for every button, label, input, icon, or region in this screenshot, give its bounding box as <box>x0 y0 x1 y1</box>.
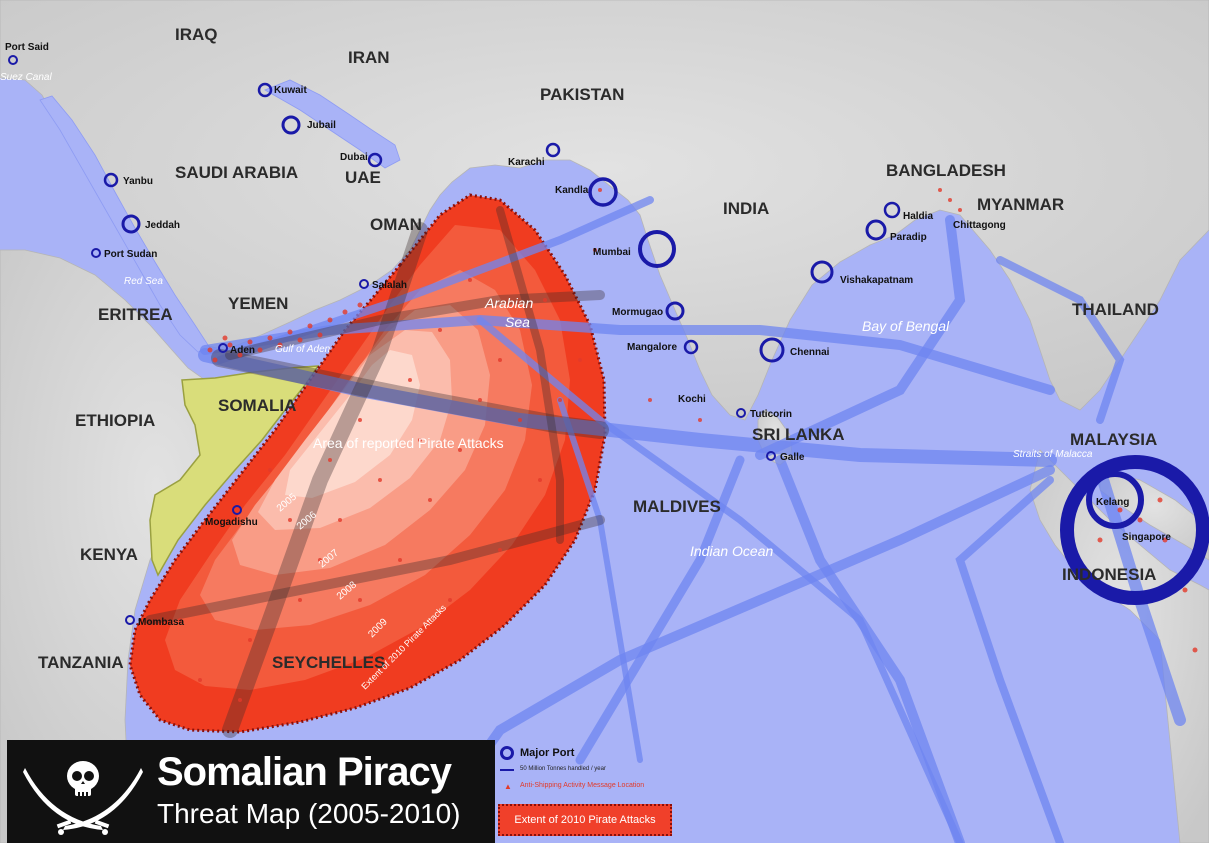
label-somalia: SOMALIA <box>218 396 296 415</box>
label-singapore: Singapore <box>1122 532 1171 543</box>
lanes-through-attack-zone <box>145 206 609 738</box>
label-attack-area: Area of reported Pirate Attacks <box>313 435 504 451</box>
incident-marker-icon: ▲ <box>504 782 512 791</box>
label-kuwait: Kuwait <box>274 85 307 96</box>
label-jubail: Jubail <box>307 120 336 131</box>
label-indonesia: INDONESIA <box>1062 565 1156 584</box>
label-karachi: Karachi <box>508 157 545 168</box>
major-ports <box>8 55 1209 625</box>
label-mangalore: Mangalore <box>627 342 677 353</box>
label-paradip: Paradip <box>890 232 927 243</box>
label-port-said: Port Said <box>5 42 49 53</box>
label-red-sea: Red Sea <box>124 276 163 287</box>
somalia-region <box>149 365 320 577</box>
label-straits-of-malacca: Straits of Malacca <box>1013 449 1093 460</box>
label-gulf-of-aden: Gulf of Aden <box>275 344 331 355</box>
label-myanmar: MYANMAR <box>977 195 1064 214</box>
label-galle: Galle <box>780 452 805 463</box>
label-thailand: THAILAND <box>1072 300 1159 319</box>
label-salalah: Salalah <box>372 280 407 291</box>
label-arabian-sea-2: Sea <box>505 314 530 330</box>
label-saudi-arabia: SAUDI ARABIA <box>175 163 298 182</box>
water-labels: Arabian Sea Bay of Bengal Indian Ocean R… <box>0 72 1093 559</box>
label-bay-of-bengal: Bay of Bengal <box>862 318 950 334</box>
legend-major-port-label: Major Port <box>520 747 575 759</box>
label-port-sudan: Port Sudan <box>104 249 157 260</box>
label-yanbu: Yanbu <box>123 176 153 187</box>
label-eritrea: ERITREA <box>98 305 173 324</box>
scale-line-icon <box>500 769 514 771</box>
map-subtitle: Threat Map (2005-2010) <box>157 798 461 829</box>
label-pakistan: PAKISTAN <box>540 85 624 104</box>
label-haldia: Haldia <box>903 211 933 222</box>
label-kandla: Kandla <box>555 185 589 196</box>
country-labels: IRAQ IRAN PAKISTAN SAUDI ARABIA UAE OMAN… <box>38 25 1159 672</box>
skull-crossed-swords-icon <box>23 761 143 835</box>
label-ethiopia: ETHIOPIA <box>75 411 155 430</box>
label-mormugao: Mormugao <box>612 307 663 318</box>
label-india: INDIA <box>723 199 769 218</box>
attack-incidents <box>178 188 1198 702</box>
label-aden: Aden <box>230 345 255 356</box>
label-mombasa: Mombasa <box>138 617 185 628</box>
label-mumbai: Mumbai <box>593 247 631 258</box>
label-arabian-sea-1: Arabian <box>484 295 533 311</box>
label-suez-canal: Suez Canal <box>0 72 52 83</box>
map-title: Somalian Piracy <box>157 750 452 794</box>
label-tuticorin: Tuticorin <box>750 409 792 420</box>
label-iraq: IRAQ <box>175 25 218 44</box>
label-seychelles: SEYCHELLES <box>272 653 385 672</box>
label-chittagong: Chittagong <box>953 220 1006 231</box>
label-iran: IRAN <box>348 48 390 67</box>
port-labels: Port Said Kuwait Jubail Dubai Yanbu Jedd… <box>5 42 1171 628</box>
label-kochi: Kochi <box>678 394 706 405</box>
port-ring-icon <box>500 746 514 760</box>
label-kelang: Kelang <box>1096 497 1129 508</box>
label-uae: UAE <box>345 168 381 187</box>
label-bangladesh: BANGLADESH <box>886 161 1006 180</box>
label-oman: OMAN <box>370 215 422 234</box>
label-vishakapatnam: Vishakapatnam <box>840 275 913 286</box>
label-kenya: KENYA <box>80 545 138 564</box>
label-yemen: YEMEN <box>228 294 288 313</box>
label-dubai: Dubai <box>340 152 368 163</box>
legend-tonnes-label: 50 Million Tonnes handled / year <box>520 766 606 772</box>
label-chennai: Chennai <box>790 347 830 358</box>
label-indian-ocean: Indian Ocean <box>690 543 773 559</box>
label-tanzania: TANZANIA <box>38 653 124 672</box>
label-sri-lanka: SRI LANKA <box>752 425 845 444</box>
shipping-lanes <box>198 196 1186 843</box>
label-mogadishu: Mogadishu <box>205 517 258 528</box>
title-box: Somalian Piracy Threat Map (2005-2010) <box>7 740 495 843</box>
label-jeddah: Jeddah <box>145 220 180 231</box>
label-malaysia: MALAYSIA <box>1070 430 1157 449</box>
legend-extent-2010: Extent of 2010 Pirate Attacks <box>498 804 672 836</box>
label-maldives: MALDIVES <box>633 497 721 516</box>
attack-2005 <box>285 350 420 498</box>
legend-asam-label: Anti-Shipping Activity Message Location <box>520 782 645 789</box>
legend: Major Port 50 Million Tonnes handled / y… <box>496 742 696 843</box>
